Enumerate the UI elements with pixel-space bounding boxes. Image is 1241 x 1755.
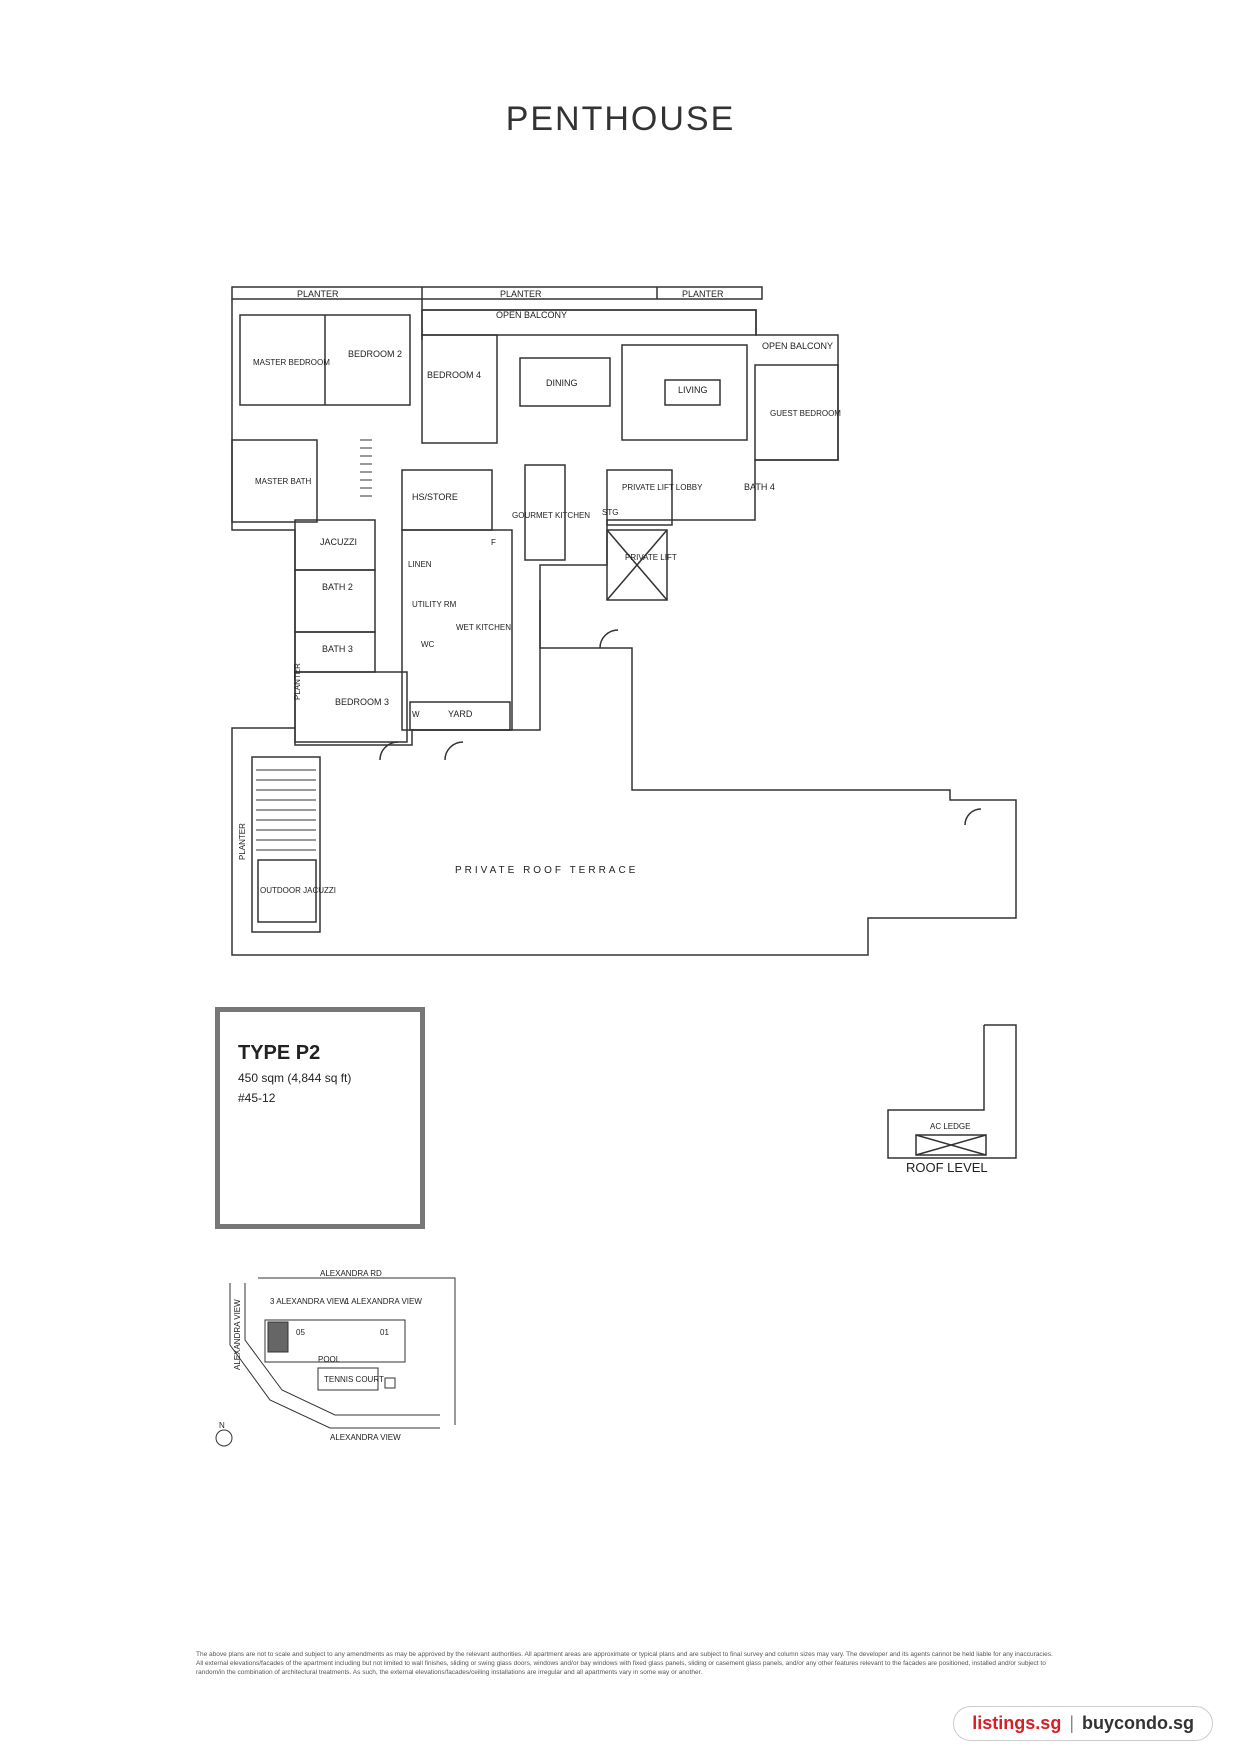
private-lift-lobby-label: PRIVATE LIFT LOBBY (622, 483, 703, 492)
bedroom-4-label: BEDROOM 4 (427, 370, 481, 380)
bedroom-2-label: BEDROOM 2 (348, 349, 402, 359)
gourmet-kitchen-label: GOURMET KITCHEN (512, 511, 590, 520)
ac-ledge-label: AC LEDGE (930, 1122, 970, 1131)
unit-type: TYPE P2 (238, 1042, 321, 1064)
stg-label: STG (602, 508, 618, 517)
yard-label: YARD (448, 709, 473, 719)
block-3-label: 3 ALEXANDRA VIEW (270, 1297, 347, 1306)
unit-area: 450 sqm (4,844 sq ft) (238, 1071, 352, 1085)
bedroom-3-label: BEDROOM 3 (335, 697, 389, 707)
bath-2-label: BATH 2 (322, 582, 353, 592)
brand-listings-link[interactable]: listings.sg (972, 1713, 1062, 1733)
brand-buycondo-link[interactable]: buycondo.sg (1082, 1713, 1194, 1733)
bath-4-label: BATH 4 (744, 482, 775, 492)
private-roof-terrace-label: PRIVATE ROOF TERRACE (455, 865, 638, 876)
unit-number: #45-12 (238, 1091, 276, 1105)
road-left-label: ALEXANDRA VIEW (233, 1299, 242, 1370)
open-balcony-right-label: OPEN BALCONY (762, 341, 833, 351)
block-1-label: 1 ALEXANDRA VIEW (345, 1297, 422, 1306)
unit-01-label: 01 (380, 1328, 389, 1337)
planter-mid-label: PLANTER (500, 289, 542, 299)
hs-store-label: HS/STORE (412, 492, 458, 502)
jacuzzi-label: JACUZZI (320, 537, 357, 547)
unit-info-box: TYPE P2 450 sqm (4,844 sq ft) #45-12 (215, 1007, 425, 1229)
site-plan (215, 1277, 456, 1447)
w-mark-label: W (412, 710, 420, 719)
open-balcony-label: OPEN BALCONY (496, 310, 567, 320)
outdoor-jacuzzi-label: OUTDOOR JACUZZI (260, 886, 336, 895)
planter-strip (231, 286, 763, 300)
road-top-label: ALEXANDRA RD (320, 1269, 382, 1278)
planter-right-label: PLANTER (682, 289, 724, 299)
roof-level-plan (887, 1024, 1017, 1159)
master-bath-label: MASTER BATH (255, 477, 312, 486)
wet-kitchen-label: WET KITCHEN (456, 623, 511, 632)
pool-label: POOL (318, 1355, 341, 1364)
planter-left-label: PLANTER (297, 289, 339, 299)
planter-vertical-label: PLANTER (238, 823, 247, 860)
f-mark-label: F (491, 538, 496, 547)
utility-rm-label: UTILITY RM (412, 600, 457, 609)
road-bottom-label: ALEXANDRA VIEW (330, 1433, 401, 1442)
north-arrow-label: N (219, 1421, 225, 1430)
tennis-court-label: TENNIS COURT (324, 1375, 384, 1384)
footer-separator: | (1069, 1713, 1074, 1733)
guest-bedroom-label: GUEST BEDROOM (770, 409, 841, 418)
private-lift-label: PRIVATE LIFT (625, 553, 677, 562)
disclaimer: The above plans are not to scale and sub… (196, 1651, 1053, 1676)
dining-label: DINING (546, 378, 578, 388)
roof-level-caption: ROOF LEVEL (906, 1160, 988, 1175)
footer-brand: listings.sg | buycondo.sg (953, 1706, 1213, 1741)
living-label: LIVING (678, 385, 708, 395)
wc-label: WC (421, 640, 435, 649)
bath-3-label: BATH 3 (322, 644, 353, 654)
unit-05-label: 05 (296, 1328, 305, 1337)
master-bedroom-label: MASTER BEDROOM (253, 358, 330, 367)
planter-bed3-label: PLANTER (293, 663, 302, 700)
linen-label: LINEN (408, 560, 432, 569)
page-title: PENTHOUSE (505, 100, 736, 138)
